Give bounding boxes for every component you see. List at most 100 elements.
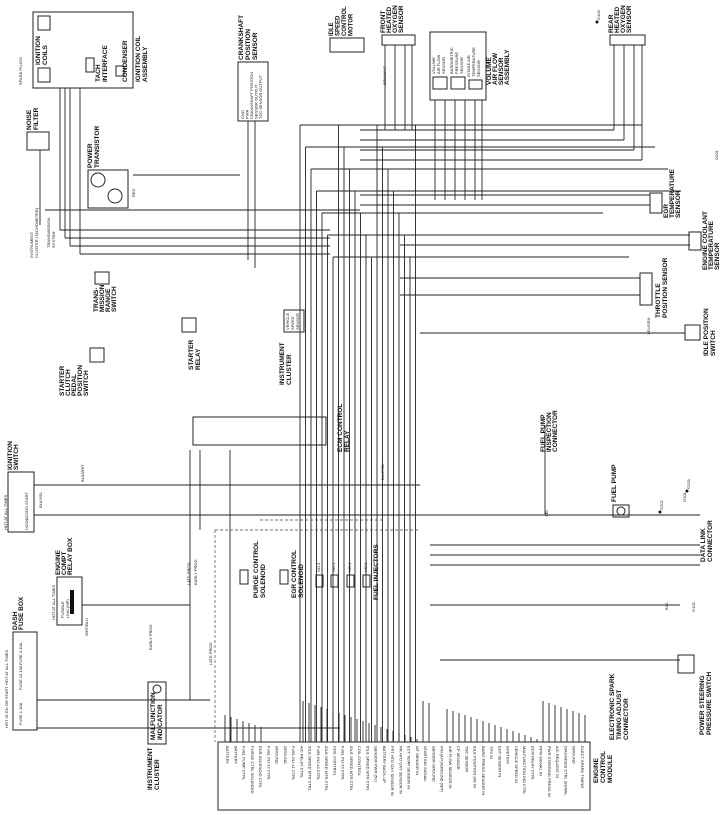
fuse-4-label: FUSE 4 10A	[18, 642, 23, 665]
fuel-injectors-label: FUEL INJECTORS	[373, 544, 380, 600]
dash-fuse-box	[12, 631, 38, 731]
wire-color-label: BLU/YEL	[380, 463, 385, 480]
late-prod-label: LATE PROD.	[186, 562, 191, 586]
wire-color-label: YEL	[544, 509, 549, 517]
ecm-pin-label: FUEL INJ #1 CTRL	[291, 746, 296, 781]
injector-no1-label: NO.1	[331, 562, 336, 572]
wire-color-label: BRN/WHT	[382, 66, 387, 85]
ecm-relay-label: ECM CONTROLRELAY	[337, 404, 351, 452]
wires	[34, 45, 700, 742]
purge-solenoid-icon	[239, 569, 249, 585]
ecm-pin-label: IDLE SPEED MTR CTRL	[308, 746, 313, 792]
engine-relay-box-label: ENGINECOMPTRELAY BOX	[55, 537, 74, 575]
ground-label: G203	[686, 478, 691, 489]
ground-icon	[685, 489, 689, 493]
ecm-pin-label: BATTERY	[233, 746, 238, 764]
ground-label: G102	[691, 601, 696, 612]
hot-in-on-label: HOT IN ON OR START	[4, 686, 9, 728]
ecm-pin-label: IDLE SPEED MTR CTRL	[349, 746, 354, 792]
ecm-pin-label: BATTERY BACK-UP	[382, 746, 387, 783]
clutch-switch-box	[89, 347, 105, 363]
transmission-range-switch-label: TRANS-MISSIONRANGESWITCH	[93, 284, 118, 312]
vaf-assembly-box	[429, 31, 487, 101]
ecm-pin-label: FRT HTD OXY SENSOR IN	[390, 746, 395, 796]
fusible-link-icon	[70, 590, 74, 614]
ecm-pin-label: IAT SENSOR IN	[415, 746, 420, 775]
ecm-pin-label: GROUND	[275, 746, 280, 764]
crankshaft-sensor-pins: GNDPWRCRANKSHAFT POSITIONSENSOR OUTPUTTD…	[240, 72, 263, 119]
fuel-pump-motor-icon	[616, 506, 626, 516]
ecm-pin-label: DIAGNOSIS CTRL SIGNAL	[563, 746, 568, 796]
wire-color-label: BLK/WHT	[80, 464, 85, 482]
ignition-switch-box	[7, 471, 35, 533]
ecm-pin-label: ECM RELAY CTRL	[530, 746, 535, 781]
ecm-pin-label: SENSOR PWR (5V)	[374, 746, 379, 783]
ecm-pin-label: TDC SENSOR	[464, 746, 469, 772]
ect-sensor-box	[688, 231, 702, 251]
ecm-pin-label: STARTING SIGNAL	[423, 746, 428, 782]
hot-at-all-times-label: HOT AT ALL TIMES	[4, 650, 9, 685]
noise-filter-label: NOISEFILTER	[26, 107, 40, 130]
ecm-box	[217, 741, 591, 811]
wire-color-label: RED	[131, 188, 136, 197]
crankshaft-sensor-label: CRANKSHAFTPOSITIONSENSOR	[238, 15, 259, 60]
wire-color-label: BLK	[664, 602, 669, 610]
malfunction-indicator-lamp-icon	[152, 684, 162, 694]
late-prod-label: LATE PROD.	[208, 642, 213, 666]
wire-color-label: BLK/YEL	[38, 491, 43, 508]
egr-solenoid-icon	[279, 569, 289, 585]
baro-sensor-label: BAROMETRICPRESSURESENSOR	[449, 47, 464, 74]
ignition-switch-label: IGNITIONSWITCH	[7, 441, 20, 470]
ground-label: G101	[682, 491, 687, 502]
mil-label: MALFUNCTIONINDICATOR	[150, 692, 164, 740]
vaf-assembly-label: VOLUMEAIR FLOWSENSORASSEMBLY	[486, 49, 511, 85]
ecm-pin-label: A/C RELAY CTRL	[299, 746, 304, 779]
iat-sensor-icon	[468, 79, 483, 90]
ignition-coils-label: IGNITIONCOILS	[35, 36, 49, 65]
crankshaft-sensor-box	[237, 61, 269, 122]
ecm-pin-label: BARO PRESS SENSOR IN	[481, 746, 486, 795]
idle-speed-motor-label: IDLESPEEDCONTROLMOTOR	[329, 6, 355, 36]
fuel-injectors: NO.3 NO.1 NO.4 NO.2 FUEL INJECTORS	[315, 544, 380, 600]
ecm-relay-box	[192, 416, 327, 446]
ignition-coil-assembly-label: IGNITION COILASSEMBLY	[135, 36, 149, 82]
ignition-switch-positions: LOCKACCONSTART	[24, 492, 29, 530]
ecm-pin-label: IDLE SPEED MTR CTRL	[324, 746, 329, 792]
baro-sensor-icon	[450, 76, 466, 90]
mil-cluster-box	[147, 681, 167, 745]
idle-position-switch-box	[684, 324, 701, 341]
vaf-sensor-icon	[432, 76, 448, 90]
ignition-switch-hot-label: HOT AT ALL TIMES	[3, 495, 8, 530]
spark-timing-connector-label: ELECTRONIC SPARKTIMING ADJUSTCONNECTOR	[609, 673, 630, 740]
ecm-pin-label: PURGE CTRL SOLENOID	[250, 746, 255, 794]
ecm-pin-label: IDLE POSITION SW IN	[473, 746, 478, 788]
ecm-label: ENGINECONTROLMODULE	[593, 751, 614, 783]
ground-label: G202	[659, 499, 664, 510]
injector-icon	[330, 574, 339, 588]
ecm-pin-label: FUEL INJ #2 CTRL	[266, 746, 271, 781]
ignition-coil-icon	[37, 67, 51, 83]
instrument-cluster-tach-label: INSTRUMENTCLUSTER (TACHOMETER)	[29, 207, 39, 258]
fuel-pump-inspection-label: FUEL PUMPINSPECTIONCONNECTOR	[540, 410, 559, 452]
idle-position-switch-label: IDLE POSITIONSWITCH	[703, 308, 717, 356]
ecm-pin-label: RR HTD OXY SENSOR IN	[398, 746, 403, 794]
ecm-pin-label: GROUND	[283, 746, 288, 764]
transmission-range-switch-box	[94, 271, 110, 285]
injector-icon	[315, 574, 324, 588]
rear-o2-sensor-label: REARHEATEDOXYGENSENSOR	[608, 5, 633, 33]
power-transistor-label: POWERTRANSISTOR	[87, 126, 101, 168]
ground-icon	[595, 20, 599, 24]
injector-no4-label: NO.4	[347, 562, 352, 572]
idle-speed-motor-box	[329, 37, 365, 53]
front-o2-sensor-label: FRONTHEATEDOXYGENSENSOR	[380, 5, 405, 33]
early-prod-label: EARLY PROD.	[193, 558, 198, 585]
ecm-pin-label: COIL CONTROL	[332, 746, 337, 777]
ecm-pin-label: SENSOR GROUND	[431, 746, 436, 782]
ignition-coil-assembly-box	[32, 11, 134, 89]
transistor-icon	[107, 188, 123, 204]
rear-o2-sensor-box	[609, 34, 646, 46]
injector-icon	[362, 574, 371, 588]
ecm-pin-label: VEHICLE SPEED IN	[514, 746, 519, 783]
ground-icon	[658, 510, 662, 514]
